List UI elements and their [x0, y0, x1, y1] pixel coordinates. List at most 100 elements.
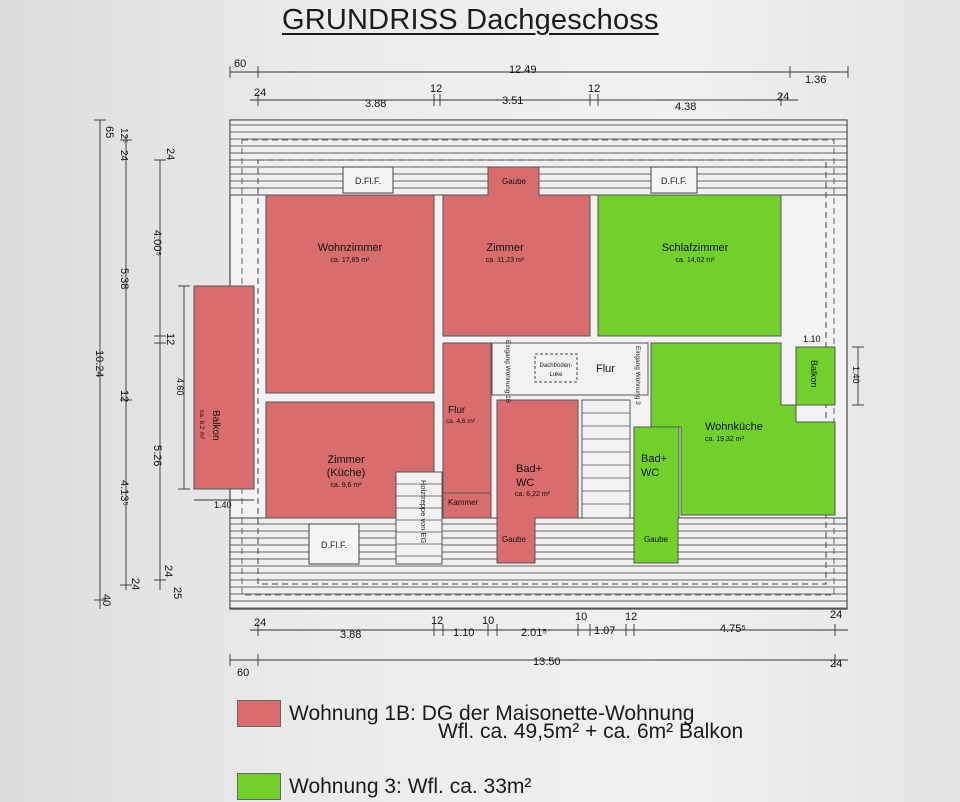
gaube-label-left: Gaube: [502, 535, 527, 544]
dim-top2-24b: 24: [777, 91, 789, 103]
dim-bot-24b: 24: [830, 609, 842, 621]
holztreppe-steps: [396, 483, 442, 557]
eingang-1b-label: Eingang Wohnung 1B: [504, 340, 511, 403]
bad-right-name-2: WC: [641, 467, 659, 479]
dim-bot-388: 3.88: [340, 629, 361, 641]
dim-bot-2015: 2.01⁵: [521, 627, 547, 639]
dim-left-4135: 4.13⁵: [118, 480, 130, 506]
dim-bot-1350: 13.50: [533, 656, 561, 668]
schlafzimmer-area: ca. 14,02 m²: [676, 257, 716, 264]
balkon-left-name: Balkon: [210, 410, 221, 441]
gaube-label-right: Gaube: [644, 535, 669, 544]
dim-left-24d: 24: [162, 565, 174, 577]
balkon-left: [193, 285, 255, 490]
dim-bot-12b: 12: [625, 611, 637, 623]
bad-left-name-2: WC: [516, 477, 534, 489]
dim-balkon-140: 1.40: [214, 500, 232, 510]
dim-top2-438: 4.38: [675, 101, 696, 113]
zimmer-kueche-name-2: (Küche): [327, 467, 366, 479]
dim-top-136: 1.36: [805, 74, 826, 86]
dim-left-526: 5.26: [151, 445, 163, 466]
gaube-label-top: Gaube: [502, 177, 527, 186]
dachboden-label-2: Luke: [549, 372, 563, 378]
wohnzimmer-area: ca. 17,85 m²: [331, 257, 371, 264]
flur-small-name: Flur: [448, 405, 466, 416]
plan-title: GRUNDRISS Dachgeschoss: [282, 4, 659, 36]
room-bad-left: [496, 399, 579, 564]
holztreppe-label: Holztreppe von EG: [419, 480, 428, 544]
dim-left-65: 65: [103, 126, 115, 138]
legend-label-wohnung-1b: Wohnung 1B: DG der Maisonette-Wohnung: [289, 701, 695, 725]
zimmer-kueche-name-1: Zimmer: [327, 454, 365, 466]
dim-bot-10a: 10: [482, 615, 494, 627]
floor-plan: D.Fl.F. D.Fl.F. D.Fl.F. Dachboden- Luke …: [93, 58, 864, 679]
holztreppe: [395, 471, 443, 565]
flur-center-label: Flur: [596, 363, 615, 375]
dim-left-24b: 24: [129, 578, 141, 590]
dim-left-40: 40: [100, 594, 112, 606]
outer-dashed-line: [241, 139, 835, 596]
legend-item-wohnung-1b: Wohnung 1B: DG der Maisonette-Wohnung: [237, 700, 694, 727]
dflf-box-left: [342, 166, 394, 194]
room-wohnzimmer: [265, 194, 435, 394]
dim-top-1249: 12.49: [509, 64, 537, 76]
legend-item-wohnung-3: Wohnung 3: Wfl. ca. 33m²: [237, 773, 531, 800]
balkon-right: [795, 346, 836, 406]
dim-bot-10b: 10: [575, 611, 587, 623]
dim-left-12a: 12: [118, 390, 130, 402]
dim-balkon-right-140: 1.40: [851, 366, 861, 384]
zimmer-area: ca. 11,23 m²: [486, 257, 525, 264]
dim-left-125: 12⁵: [118, 128, 129, 143]
dflf-box-bottom: [308, 523, 360, 565]
dachboden-label-1: Dachboden-: [540, 363, 573, 369]
dimension-lines: [94, 66, 864, 666]
dim-top2-388: 3.88: [365, 98, 386, 110]
staircase: [581, 399, 631, 519]
dim-bot-60: 60: [237, 667, 249, 679]
dim-top2-12a: 12: [430, 83, 442, 95]
dim-left-1024: 10.24: [93, 350, 105, 378]
dim-top2-12b: 12: [588, 83, 600, 95]
kammer-label: Kammer: [448, 498, 479, 507]
balkon-left-area: ca. 6,2 m²: [198, 410, 205, 440]
dim-bot-4755: 4.75⁵: [720, 623, 746, 635]
eingang-3-label: Eingang Wohnung 3: [634, 346, 641, 405]
dim-left-538: 5.38: [118, 268, 130, 289]
dim-left-24a: 24: [118, 150, 129, 162]
bad-right-name-1: Bad+: [641, 453, 667, 465]
dflf-box-right: [650, 166, 698, 194]
bad-left-area: ca. 6,22 m²: [515, 491, 551, 498]
dim-top2-351: 3.51: [502, 95, 523, 107]
dim-bot-12a: 12: [431, 615, 443, 627]
room-zimmer: [442, 166, 591, 337]
legend-swatch-red: [237, 700, 281, 727]
dflf-label-right: D.Fl.F.: [661, 176, 687, 186]
room-bad-right: [633, 426, 680, 564]
dim-bot-24a: 24: [254, 617, 266, 629]
dim-top-60: 60: [234, 58, 246, 70]
dim-left-12b: 12: [164, 333, 176, 345]
zimmer-name: Zimmer: [486, 242, 524, 254]
zimmer-kueche-area: ca. 9,6 m²: [330, 482, 362, 489]
legend-swatch-green: [237, 773, 281, 800]
dim-balkon-460: 4.60: [175, 378, 185, 396]
flur-center: [491, 342, 649, 396]
legend-label-wohnung-3: Wohnung 3: Wfl. ca. 33m²: [289, 774, 532, 798]
schlafzimmer-name: Schlafzimmer: [662, 242, 729, 254]
dim-left-4005: 4.00⁵: [151, 230, 163, 256]
wohnzimmer-name: Wohnzimmer: [318, 242, 383, 254]
flur-small-area: ca. 4,6 m²: [446, 418, 476, 425]
dim-top2-24a: 24: [254, 87, 266, 99]
dachboden-luke: [534, 353, 578, 383]
stair-steps: [582, 412, 630, 505]
dim-bot-110: 1.10: [453, 627, 474, 639]
dim-left-24c: 24: [164, 148, 176, 160]
dflf-label-left: D.Fl.F.: [355, 176, 381, 186]
dim-left-25: 25: [171, 587, 183, 599]
dim-bot-24c: 24: [830, 658, 842, 670]
dim-bot-107: 1.07: [594, 625, 615, 637]
room-kammer: [442, 492, 492, 519]
balkon-right-name: Balkon: [809, 360, 819, 388]
dflf-label-bottom: D.Fl.F.: [321, 540, 347, 550]
wohnkueche-name: Wohnküche: [705, 421, 763, 433]
